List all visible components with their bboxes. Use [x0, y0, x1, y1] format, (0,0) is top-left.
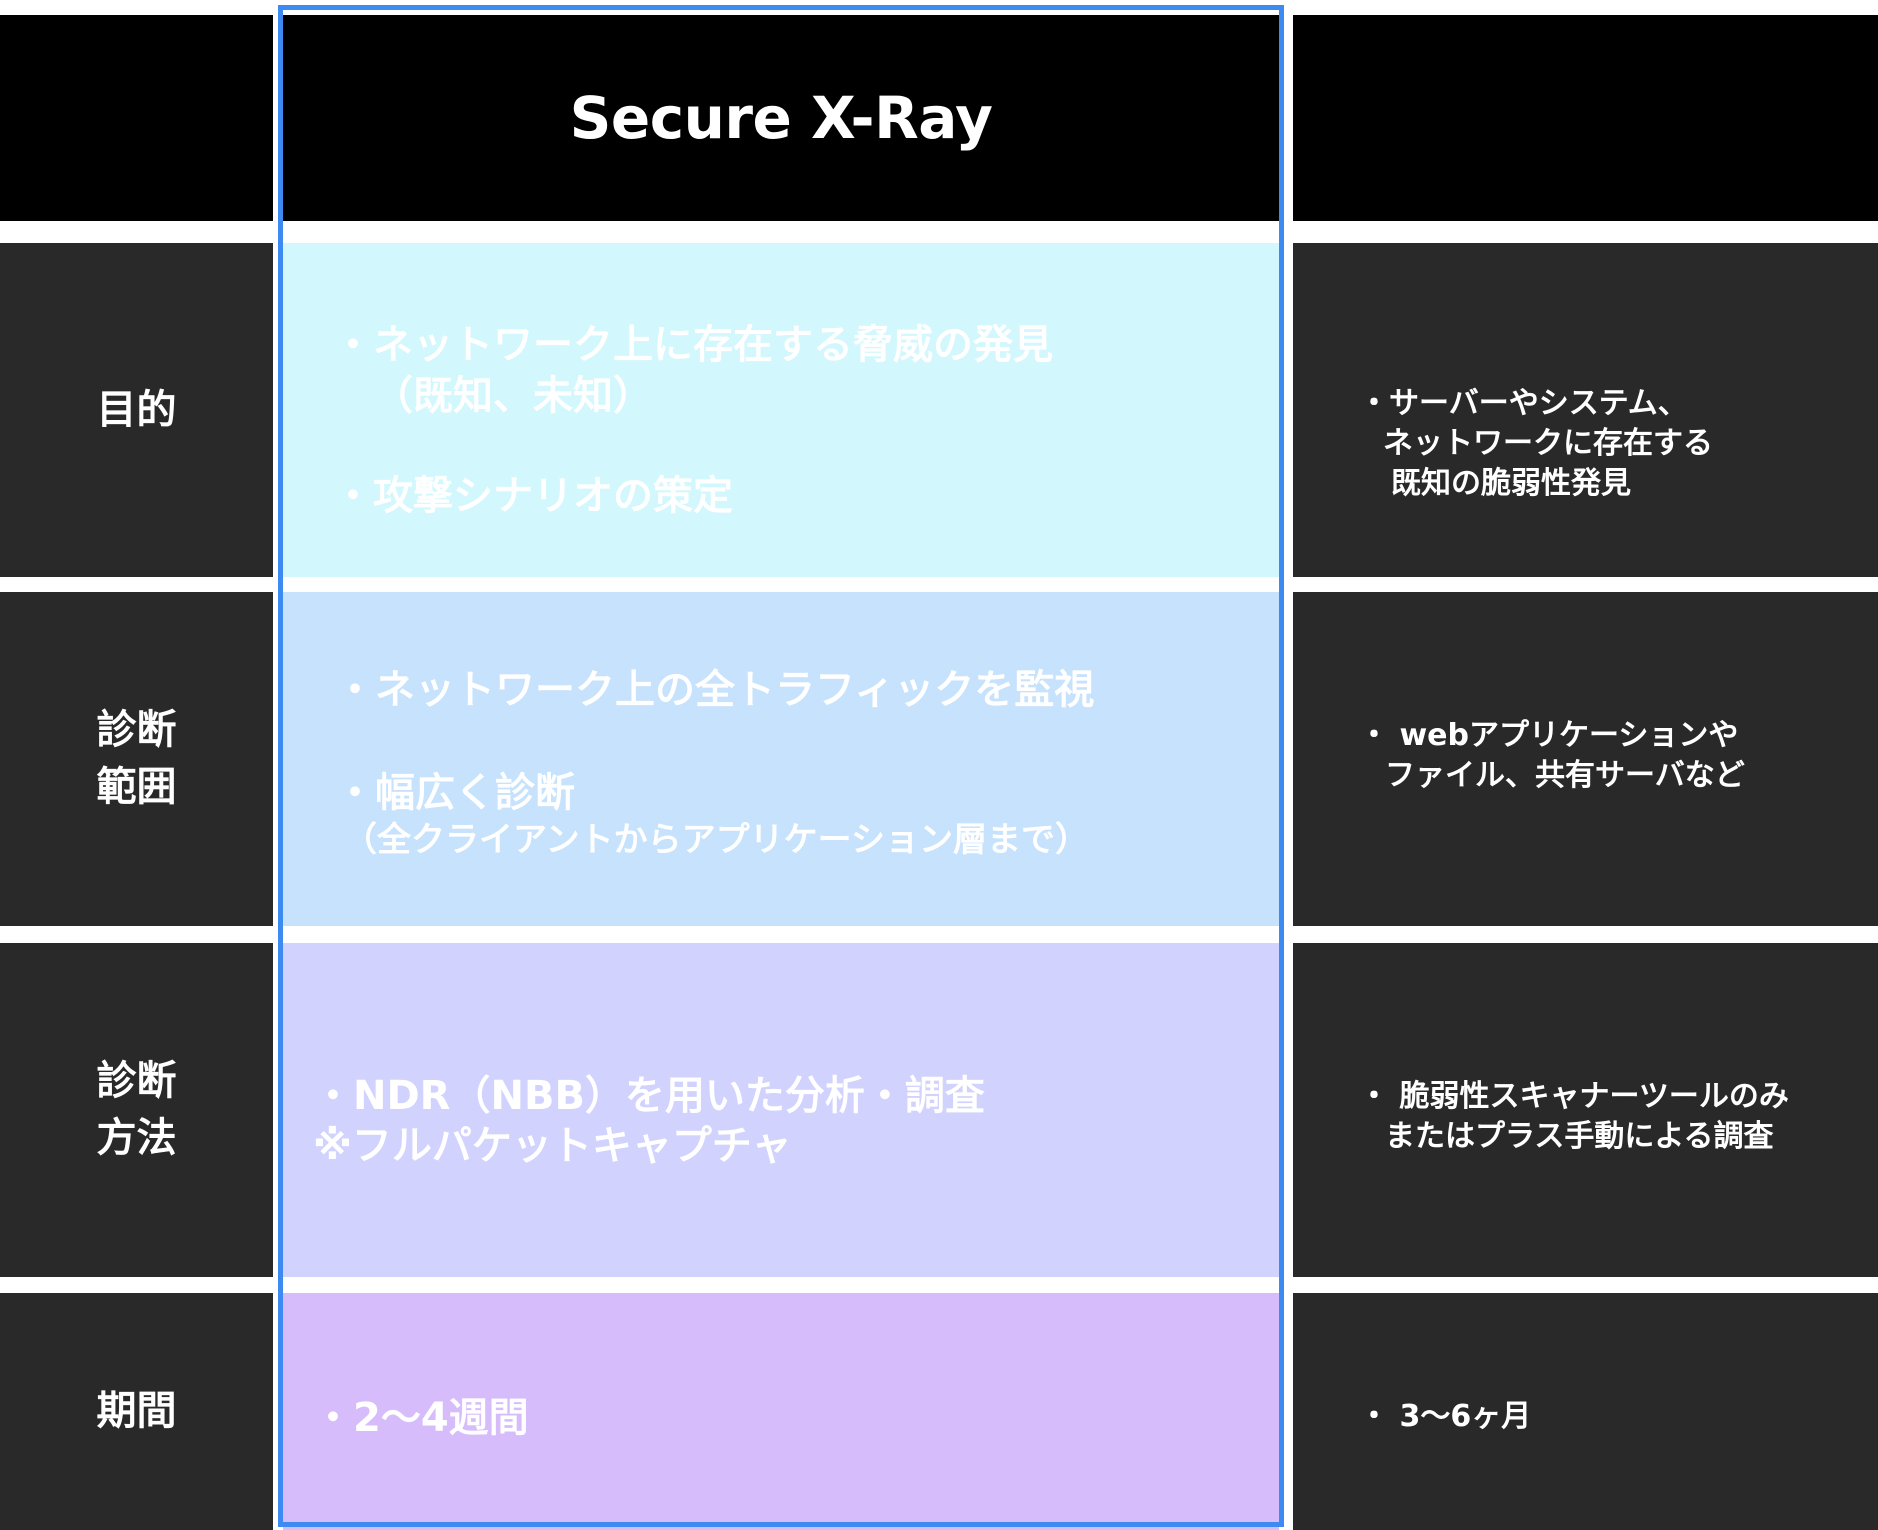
purpose-item-1: ・ネットワーク上に存在する脅威の発見 — [333, 322, 1053, 368]
period-item-1: ・2〜4週間 — [313, 1395, 529, 1441]
row-label-text: 診断 — [96, 1058, 177, 1104]
header-right-cell — [1293, 15, 1878, 221]
scope-product-cell: ・ネットワーク上の全トラフィックを監視 ・幅広く診断 （全クライアントからアプリ… — [283, 592, 1279, 926]
method-item-1: ・NDR（NBB）を用いた分析・調査 — [313, 1073, 985, 1119]
row-label-period: 期間 — [0, 1293, 273, 1530]
row-label-purpose: 目的 — [0, 243, 273, 577]
period-compare-cell: ・ 3〜6ヶ月 — [1293, 1293, 1878, 1530]
period-product-cell: ・2〜4週間 — [283, 1293, 1279, 1530]
scope-item-1: ・ネットワーク上の全トラフィックを監視 — [335, 667, 1095, 713]
scope-item-2-note: （全クライアントからアプリケーション層まで） — [343, 820, 1089, 860]
purpose-compare-cell: ・サーバーやシステム、 ネットワークに存在する 既知の脆弱性発見 — [1293, 243, 1878, 577]
purpose-item-2: ・攻撃シナリオの策定 — [333, 473, 733, 519]
purpose-product-cell: ・ネットワーク上に存在する脅威の発見 （既知、未知） ・攻撃シナリオの策定 — [283, 243, 1279, 577]
scope-compare-line-2: ファイル、共有サーバなど — [1385, 758, 1745, 793]
method-item-1-note: ※フルパケットキャプチャ — [313, 1123, 792, 1169]
header-left-cell — [0, 15, 273, 221]
row-label-text: 範囲 — [96, 764, 177, 810]
purpose-compare-line-2: ネットワークに存在する — [1383, 426, 1713, 461]
scope-compare-line-1: ・ webアプリケーションや — [1359, 718, 1739, 753]
row-label-text: 診断 — [96, 707, 177, 753]
product-title: Secure X-Ray — [569, 84, 993, 152]
method-product-cell: ・NDR（NBB）を用いた分析・調査 ※フルパケットキャプチャ — [283, 943, 1279, 1277]
row-label-method: 診断 方法 — [0, 943, 273, 1277]
purpose-compare-line-1: ・サーバーやシステム、 — [1359, 386, 1688, 421]
method-compare-line-2: またはプラス手動による調査 — [1385, 1119, 1774, 1154]
row-label-scope: 診断 範囲 — [0, 592, 273, 926]
purpose-item-1-note: （既知、未知） — [373, 373, 653, 419]
method-compare-line-1: ・ 脆弱性スキャナーツールのみ — [1359, 1079, 1789, 1114]
row-label-text: 方法 — [96, 1115, 177, 1161]
purpose-compare-line-3: 既知の脆弱性発見 — [1391, 466, 1631, 501]
period-compare-line-1: ・ 3〜6ヶ月 — [1359, 1399, 1532, 1434]
scope-item-2: ・幅広く診断 — [335, 770, 575, 816]
scope-compare-cell: ・ webアプリケーションや ファイル、共有サーバなど — [1293, 592, 1878, 926]
row-label-text: 期間 — [96, 1388, 177, 1434]
row-label-text: 目的 — [96, 386, 177, 433]
method-compare-cell: ・ 脆弱性スキャナーツールのみ またはプラス手動による調査 — [1293, 943, 1878, 1277]
header-product-cell: Secure X-Ray — [283, 15, 1279, 221]
